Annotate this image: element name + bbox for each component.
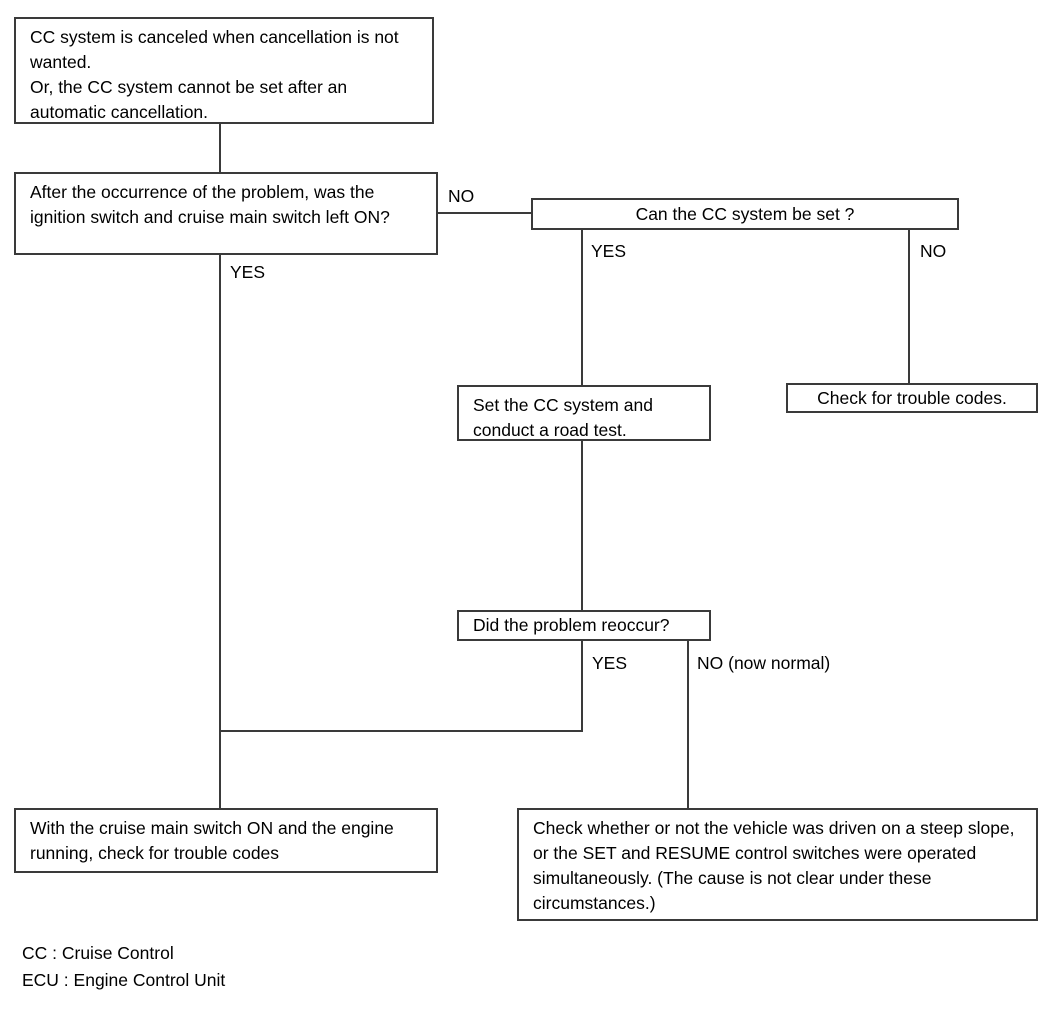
edge-label-reoccur-yes: YES [592,653,628,673]
node-problem-statement: CC system is canceled when cancellation … [14,17,434,124]
node-action-cruise-switch-on: With the cruise main switch ON and the e… [14,808,438,873]
node-question-ignition: After the occurrence of the problem, was… [14,172,438,255]
connector-problem-to-ignition [219,124,221,174]
edge-label-ignition-yes: YES [230,262,266,282]
connector-roadtest-to-reoccur [581,440,583,612]
connector-ignition-no-to-canset [436,212,532,214]
edge-label-canset-no: NO [920,241,947,261]
connector-canset-yes-down [581,229,583,386]
connector-reoccur-yes-down [581,640,583,732]
node-question-reoccur: Did the problem reoccur? [457,610,711,641]
node-action-set-road-test: Set the CC system and conduct a road tes… [457,385,711,441]
connector-reoccur-yes-left [219,730,583,732]
node-action-check-conditions: Check whether or not the vehicle was dri… [517,808,1038,921]
edge-label-reoccur-no: NO (now normal) [697,653,831,673]
node-question-can-set: Can the CC system be set ? [531,198,959,230]
connector-ignition-yes-down [219,254,221,732]
connector-canset-no-down [908,229,910,384]
edge-label-ignition-no: NO [448,186,475,206]
legend-abbreviations: CC : Cruise Control ECU : Engine Control… [22,943,226,990]
edge-label-canset-yes: YES [591,241,627,261]
node-action-check-trouble-codes: Check for trouble codes. [786,383,1038,413]
connector-merge-to-bottomleft [219,730,221,809]
connector-reoccur-no-down [687,640,689,809]
